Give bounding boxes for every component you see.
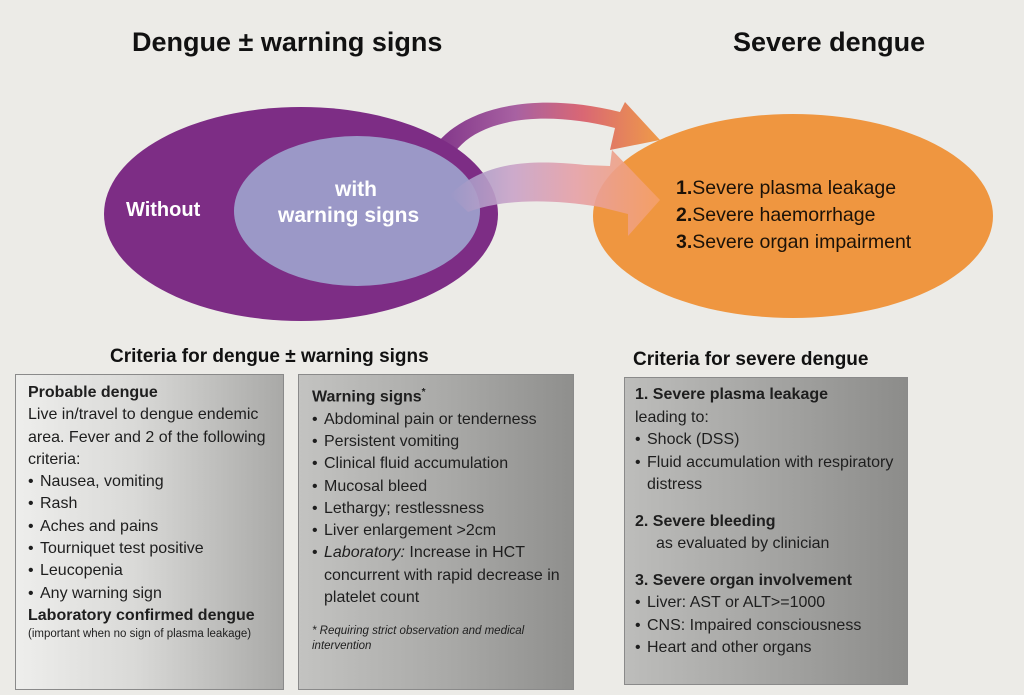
arrow-top [438,102,660,152]
list-item: Shock (DSS) [635,429,899,452]
criteria-dengue-title: Criteria for dengue ± warning signs [110,346,429,367]
warning-signs-list: Abdominal pain or tenderness Persistent … [312,409,563,610]
label-warning-signs: warning signs [278,204,420,227]
list-item: Liver: AST or ALT>=1000 [635,592,899,615]
list-item: Leucopenia [28,560,273,583]
warning-heading: Warning signs* [312,382,563,409]
probable-heading: Probable dengue [28,384,158,401]
label-with: with [335,178,377,201]
severe-list-number: 1. [676,177,693,199]
severe-ellipse [593,114,993,318]
list-item: CNS: Impaired consciousness [635,615,899,638]
severe-plasma-sub: leading to: [635,408,709,426]
warning-heading-text: Warning signs [312,388,422,406]
list-item: Heart and other organs [635,637,899,660]
lab-confirmed-note: (important when no sign of plasma leakag… [28,628,252,641]
severe-list-text: Severe organ impairment [692,231,912,253]
list-item: Liver enlargement >2cm [312,520,563,543]
severe-list-item: 1.Severe plasma leakage [676,175,911,202]
list-item: Abdominal pain or tenderness [312,409,563,432]
severe-organ-list: Liver: AST or ALT>=1000 CNS: Impaired co… [635,592,899,660]
severe-bleeding-heading: 2. Severe bleeding [635,512,776,530]
probable-intro: Live in/travel to dengue endemic area. F… [28,406,266,468]
classification-diagram [104,102,993,321]
list-item: Fluid accumulation with respiratory dist… [635,452,899,497]
laboratory-text: Increase in HCT concurrent with rapid de… [324,544,560,606]
warning-signs-box: Warning signs* Abdominal pain or tendern… [298,374,574,690]
lab-confirmed-heading: Laboratory confirmed dengue [28,606,255,624]
severe-bleeding-sub: as evaluated by clinician [656,535,830,552]
inner-ellipse-with-warning-signs [234,136,480,286]
list-item: Mucosal bleed [312,476,563,499]
severe-list-number: 2. [676,204,693,226]
list-item: Persistent vomiting [312,431,563,454]
severe-list-number: 3. [676,231,693,253]
severe-plasma-heading: 1. Severe plasma leakage [635,386,829,403]
severe-list-item: 3.Severe organ impairment [676,229,911,256]
severe-dengue-list: 1.Severe plasma leakage 2.Severe haemorr… [676,175,911,256]
probable-dengue-box: Probable dengue Live in/travel to dengue… [15,374,284,690]
list-item: Any warning sign [28,583,273,606]
list-item: Tourniquet test positive [28,538,273,561]
footnote-mark: * [421,387,426,398]
list-item: Rash [28,493,273,516]
probable-criteria-list: Nausea, vomiting Rash Aches and pains To… [28,471,273,605]
severe-plasma-list: Shock (DSS) Fluid accumulation with resp… [635,429,899,497]
title-dengue-warning-signs: Dengue ± warning signs [132,27,443,57]
severe-organ-heading: 3. Severe organ involvement [635,571,852,589]
severe-list-text: Severe haemorrhage [692,204,876,226]
warning-footnote: * Requiring strict observation and medic… [312,625,525,653]
label-without: Without [126,199,201,221]
severe-list-text: Severe plasma leakage [692,177,897,199]
list-item: Nausea, vomiting [28,471,273,494]
list-item: Aches and pains [28,516,273,539]
criteria-severe-title: Criteria for severe dengue [633,349,869,370]
list-item: Lethargy; restlessness [312,498,563,521]
list-item-laboratory: Laboratory: Increase in HCT concurrent w… [312,542,563,609]
laboratory-label: Laboratory: [324,544,405,562]
list-item: Clinical fluid accumulation [312,453,563,476]
title-severe-dengue: Severe dengue [733,27,926,57]
severe-criteria-box: 1. Severe plasma leakage leading to: Sho… [624,377,908,685]
arrow-middle [450,150,660,236]
severe-list-item: 2.Severe haemorrhage [676,202,911,229]
